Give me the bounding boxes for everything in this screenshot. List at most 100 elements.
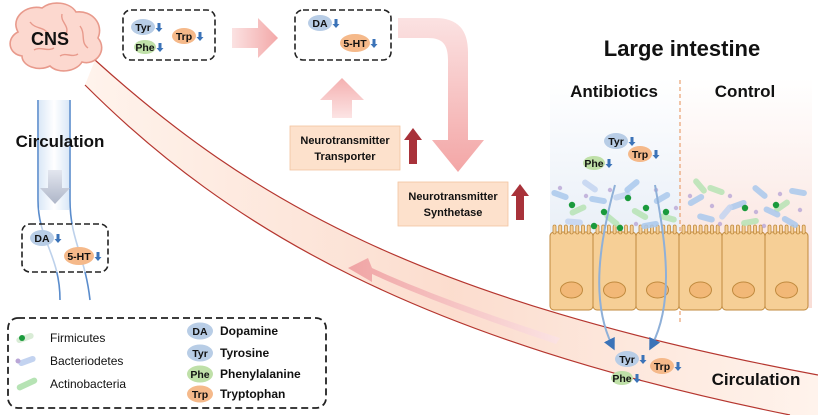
- molecule-label: Phe: [584, 158, 603, 170]
- absorption-arrows: [598, 184, 668, 351]
- molecule-label: DA: [34, 233, 50, 245]
- left-circulation-label: Circulation: [16, 132, 105, 151]
- up-arrow: [320, 78, 364, 118]
- molecule-label: Trp: [632, 149, 648, 161]
- molecule-pill: DA: [308, 15, 340, 31]
- legend-molecule-abbr: Tyr: [192, 348, 208, 360]
- molecule-pill: Phe: [583, 156, 613, 170]
- legend-bacteria-label: Bacteriodetes: [50, 354, 123, 368]
- legend-box: [7, 317, 327, 409]
- bacterium-dot: [673, 205, 679, 211]
- legend-bacteria-label: Firmicutes: [50, 331, 105, 345]
- bacterium-rod: [613, 191, 631, 201]
- molecule-label: Tyr: [608, 136, 624, 148]
- curved-flow-arrow: [348, 258, 560, 344]
- top-neurotransmitter-box: [294, 9, 392, 61]
- bacterium-rod: [565, 218, 583, 226]
- bacterium-rod: [551, 189, 569, 201]
- molecule-label: DA: [312, 18, 328, 30]
- transporter-line1: Neurotransmitter: [300, 135, 390, 147]
- legend-molecule-pill: [187, 322, 213, 340]
- legend-molecule-name: Phenylalanine: [220, 367, 301, 381]
- epithelial-cell: [764, 224, 809, 311]
- synthetase-box: [397, 181, 509, 227]
- bacterium-dot: [761, 223, 767, 229]
- molecule-pill: Trp: [628, 146, 660, 162]
- molecule-label: Phe: [612, 373, 631, 385]
- legend-molecule-name: Dopamine: [220, 324, 278, 338]
- synthetase-up-arrow: [511, 184, 529, 220]
- molecule-pill: Trp: [650, 358, 682, 374]
- bacterium-rod: [687, 194, 705, 206]
- molecule-pill: Trp: [172, 28, 204, 44]
- down-arrow-icon: [605, 159, 613, 168]
- bacterium-rod: [752, 185, 768, 199]
- down-arrow-icon: [652, 150, 660, 159]
- firmicutes-dot: [662, 208, 670, 216]
- bacterium-rod: [659, 213, 677, 223]
- bacterium-rod: [693, 178, 707, 194]
- bacterium-dot: [709, 203, 715, 209]
- bacterium-rod: [569, 204, 587, 216]
- top-right-arrow: [232, 18, 278, 58]
- synthetase-line2: Synthetase: [424, 207, 483, 219]
- legend-molecule-abbr: Phe: [190, 369, 209, 381]
- legend-bacteria-label: Actinobacteria: [50, 377, 126, 391]
- firmicutes-dot: [600, 208, 608, 216]
- synthetase-line1: Neurotransmitter: [408, 191, 498, 203]
- firmicutes-dot: [568, 201, 576, 209]
- bacterium-rod: [631, 208, 649, 220]
- molecule-label: Phe: [135, 42, 154, 54]
- epithelial-cell: [678, 224, 723, 311]
- bacterium-dot: [583, 193, 589, 199]
- molecule-pill: DA: [30, 230, 62, 246]
- bacterium-rod: [624, 179, 640, 193]
- bent-down-arrow: [398, 18, 484, 172]
- legend-molecule-pill: [187, 365, 213, 383]
- molecule-label: Tyr: [135, 22, 151, 34]
- molecule-pill: Tyr: [615, 351, 647, 367]
- firmicutes-dot: [616, 224, 624, 232]
- antibiotics-label: Antibiotics: [570, 82, 658, 101]
- epithelial-cell: [592, 224, 637, 311]
- bacterium-rod: [741, 217, 759, 227]
- bacterium-dot: [727, 193, 733, 199]
- bacterium-rod: [589, 195, 607, 205]
- legend-molecule-pill: [187, 385, 213, 403]
- control-label: Control: [715, 82, 775, 101]
- down-arrow-icon: [94, 252, 102, 261]
- bacterium-rod: [763, 206, 781, 218]
- epithelial-cell: [721, 224, 766, 311]
- legend-molecule-name: Tryptophan: [220, 387, 285, 401]
- bacterium-rod: [789, 187, 807, 197]
- epithelial-cell: [549, 224, 594, 311]
- bacterium-dot: [797, 207, 803, 213]
- bacteriodetes-dot-icon: [15, 358, 21, 364]
- transporter-box: [289, 125, 401, 171]
- molecule-label: Trp: [176, 31, 192, 43]
- bacterium-rod: [729, 199, 747, 211]
- epithelial-cells: [549, 224, 809, 311]
- bacterium-rod: [781, 216, 799, 228]
- down-arrow-icon: [54, 234, 62, 243]
- down-arrow-icon: [332, 19, 340, 28]
- epithelial-cell: [635, 224, 680, 311]
- left-neurotransmitter-box: [21, 223, 109, 273]
- bacterium-dot: [687, 193, 693, 199]
- bacterium-dot: [753, 209, 759, 215]
- firmicutes-dot: [624, 194, 632, 202]
- legend-molecule-abbr: Trp: [192, 389, 208, 401]
- firmicutes-dot: [642, 204, 650, 212]
- bacterium-rod: [719, 204, 733, 220]
- bacterium-dot: [607, 187, 613, 193]
- actinobacteria-icon: [16, 377, 38, 391]
- down-arrow-icon: [639, 355, 647, 364]
- bacterium-dot: [633, 221, 639, 227]
- molecule-label: Trp: [654, 361, 670, 373]
- molecule-pill: Phe: [134, 40, 164, 54]
- bacterium-rod: [697, 213, 715, 223]
